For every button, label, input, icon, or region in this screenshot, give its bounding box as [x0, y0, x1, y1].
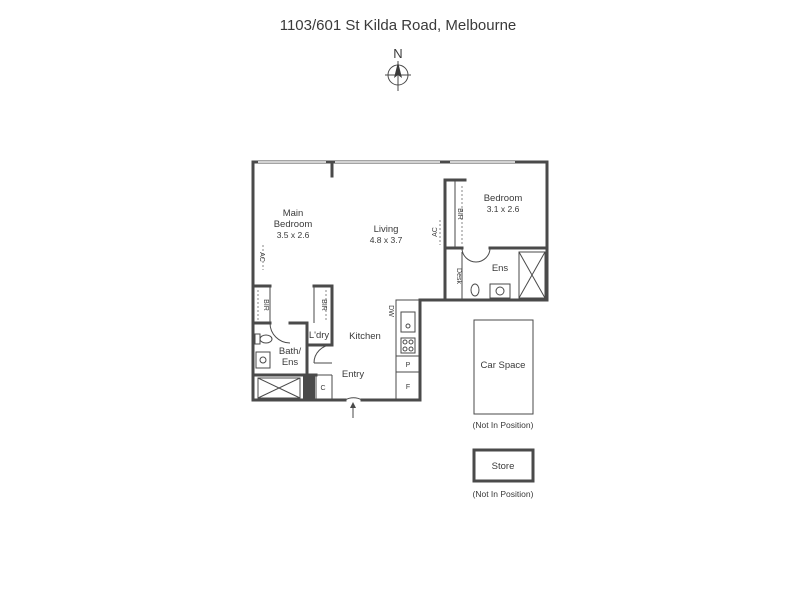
compass-north-label: N: [393, 46, 402, 61]
entry-label: Entry: [342, 369, 364, 380]
ens-shower-icon: [518, 251, 546, 299]
basin-icon: [255, 351, 271, 369]
car-space-label: Car Space: [481, 360, 526, 371]
store-note: (Not In Position): [473, 489, 534, 499]
bath-ens-label-2: Ens: [282, 357, 299, 368]
ens-basin-icon: [489, 283, 511, 299]
bir-bed-label: BIR: [456, 208, 463, 220]
toilet-icon: [259, 334, 273, 344]
ens-label: Ens: [492, 263, 509, 274]
desk-label: Desk: [455, 268, 462, 284]
living-dims: 4.8 x 3.7: [370, 235, 403, 245]
doors: [269, 247, 491, 401]
compass: N: [385, 46, 411, 91]
apartment-walls: [251, 160, 549, 402]
store: Store (Not In Position): [472, 448, 535, 499]
fridge-label: F: [406, 384, 410, 391]
main-bedroom-label-2: Bedroom: [274, 219, 313, 230]
ens-toilet-icon: [470, 283, 480, 297]
ac-bed-label: AC: [432, 227, 439, 237]
compass-icon: [385, 61, 411, 91]
fixtures: [254, 220, 546, 418]
bir-mid-label: BIR: [320, 299, 327, 311]
bedroom-label: Bedroom: [484, 193, 523, 204]
bath-ens-label-1: Bath/: [279, 346, 302, 357]
pantry-label: P: [406, 362, 411, 369]
cooktop-icon: [400, 337, 416, 354]
bir-left-label: BIR: [262, 299, 269, 311]
main-bedroom-label-1: Main: [283, 208, 304, 219]
kitchen-label: Kitchen: [349, 331, 381, 342]
store-label: Store: [492, 461, 515, 472]
car-space-note: (Not In Position): [473, 420, 534, 430]
dw-label: DW: [387, 305, 394, 317]
main-bedroom-dims: 3.5 x 2.6: [277, 230, 310, 240]
living-label: Living: [374, 224, 399, 235]
bedroom-dims: 3.1 x 2.6: [487, 204, 520, 214]
bath-shower-icon: [257, 377, 301, 399]
ac-main-label: AC: [258, 252, 265, 262]
sink-icon: [400, 311, 416, 333]
cupboard-label: C: [320, 385, 325, 392]
plan-title: 1103/601 St Kilda Road, Melbourne: [280, 17, 517, 34]
car-space: Car Space (Not In Position): [473, 319, 534, 430]
laundry-label: L'dry: [309, 330, 330, 341]
